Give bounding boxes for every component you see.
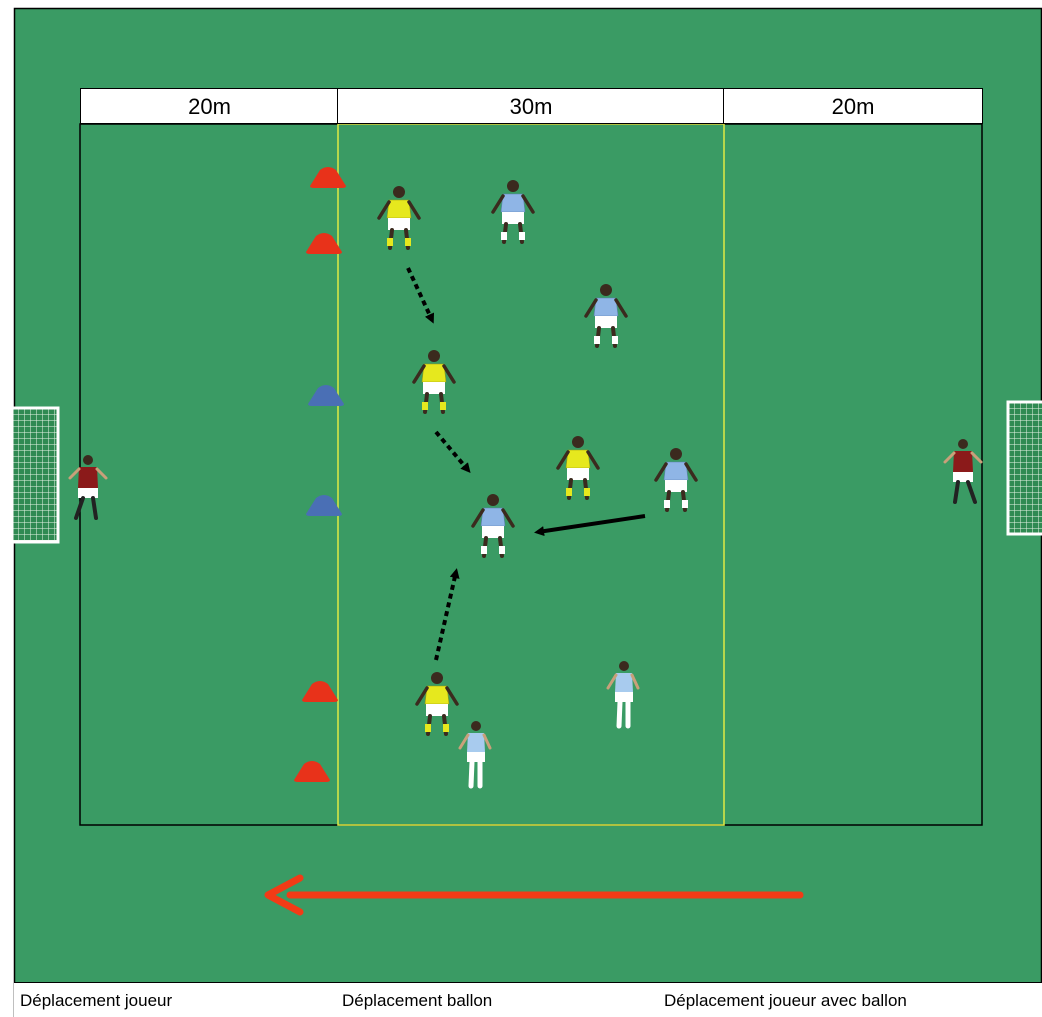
zone-label-right: 20m (723, 88, 983, 124)
legend-player-movement: Déplacement joueur (20, 991, 172, 1011)
zone-label-center: 30m (337, 88, 725, 124)
legend-ball-movement: Déplacement ballon (342, 991, 492, 1011)
pitch-background (14, 8, 1042, 982)
goal-left-icon (12, 408, 58, 542)
zone-label-left: 20m (80, 88, 339, 124)
legend: Déplacement joueur Déplacement ballon Dé… (14, 982, 1042, 1017)
legend-player-with-ball: Déplacement joueur avec ballon (664, 991, 907, 1011)
goal-right-icon (1008, 402, 1042, 534)
